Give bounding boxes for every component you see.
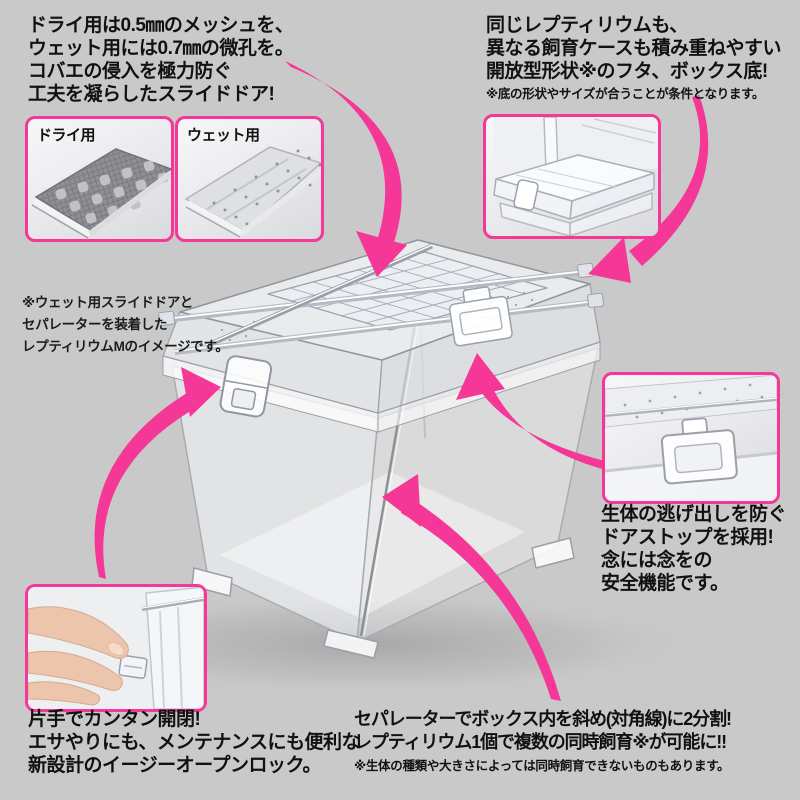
door-stop-headline: 生体の逃げ出しを防ぐ ドアストップを採用! 念には念をの 安全機能です。 xyxy=(601,503,787,595)
headline-line: ドアストップを採用! xyxy=(601,527,774,548)
photo-easy-open-lock xyxy=(25,584,207,712)
dry-mesh-illustration xyxy=(31,148,171,239)
caption-line: ※ウェット用スライドドアと xyxy=(22,295,193,310)
headline-line: レプティリウム1個で複数の同時飼育※が可能に!! xyxy=(354,732,727,752)
arrow-to-door-stop-icon xyxy=(456,353,606,470)
slide-rails xyxy=(158,262,605,355)
arrow-to-separator-icon xyxy=(382,474,561,701)
photo-wet-slide-door: ウェット用 xyxy=(175,116,324,242)
door-stop-illustration xyxy=(605,375,777,501)
photo-label-dry: ドライ用 xyxy=(37,127,96,144)
stackable-headline: 同じレプティリウムも、 異なる飼育ケースも積み重ねやすい 開放型形状※のフタ、ボ… xyxy=(486,14,782,103)
clip-shape xyxy=(660,417,738,485)
arrow-to-lock-icon xyxy=(94,367,221,579)
caption-line: レプティリウムMのイメージです。 xyxy=(22,339,229,354)
hand-opening-lock-illustration xyxy=(28,587,204,709)
easy-lock-headline: 片手でカンタン開閉! エサやりにも、メンテナンスにも便利な 新設計のイージーオー… xyxy=(28,708,361,777)
stackable-note: ※底の形状やサイズが合うことが条件となります。 xyxy=(486,87,765,101)
micro-holes xyxy=(212,149,321,226)
caption-line: セパレーターを装着した xyxy=(22,317,168,332)
headline-line: コバエの侵入を極力防ぐ xyxy=(28,61,232,82)
headline-line: ドライ用は0.5㎜のメッシュを、 xyxy=(28,15,294,36)
easy-open-lock xyxy=(219,355,273,418)
box-foot xyxy=(191,567,233,597)
slide-door-headline: ドライ用は0.5㎜のメッシュを、 ウェット用には0.7㎜の微孔を。 コバエの侵入… xyxy=(28,14,294,106)
headline-line: 安全機能です。 xyxy=(601,573,729,594)
headline-line: 異なる飼育ケースも積み重ねやすい xyxy=(486,38,782,59)
stacked-case-illustration xyxy=(493,117,658,236)
box-foot xyxy=(531,537,575,569)
headline-line: ウェット用には0.7㎜の微孔を。 xyxy=(28,38,294,59)
headline-line: 同じレプティリウムも、 xyxy=(486,15,688,36)
headline-line: 片手でカンタン開閉! xyxy=(28,709,201,730)
mesh-holes xyxy=(55,160,169,224)
headline-line: 開放型形状※のフタ、ボックス底! xyxy=(486,61,768,82)
headline-line: 念には念をの xyxy=(601,550,713,571)
hand-shape xyxy=(28,606,129,706)
annotation-arrows xyxy=(94,61,709,701)
lock-clip-shape xyxy=(118,654,148,679)
separator-top-bar xyxy=(204,243,434,349)
arrow-to-lid-corner-icon xyxy=(588,95,709,283)
headline-line: 生体の逃げ出しを防ぐ xyxy=(601,504,787,525)
headline-line: 工夫を凝らしたスライドドア! xyxy=(28,84,275,105)
box-lid xyxy=(158,239,605,414)
photo-dry-slide-door: ドライ用 xyxy=(25,116,174,242)
wet-plate-illustration xyxy=(184,146,321,238)
headline-line: 新設計のイージーオープンロック。 xyxy=(28,755,321,776)
photo-door-stop xyxy=(602,372,780,504)
headline-line: セパレーターでボックス内を斜め(対角線)に2分割! xyxy=(354,709,732,729)
photo-label-wet: ウェット用 xyxy=(187,127,260,144)
separator-note: ※生体の種類や大きさによっては同時飼育できないものもあります。 xyxy=(354,759,730,773)
separator-headline: セパレーターでボックス内を斜め(対角線)に2分割! レプティリウム1個で複数の同… xyxy=(354,708,732,775)
door-stop-clip xyxy=(448,286,513,347)
headline-line: エサやりにも、メンテナンスにも便利な xyxy=(28,732,361,753)
arrow-to-slide-door-icon xyxy=(285,61,407,277)
image-caption: ※ウェット用スライドドアと セパレーターを装着した レプティリウムMのイメージで… xyxy=(22,292,229,358)
photo-stackable-lid xyxy=(483,114,661,239)
clear-box-body xyxy=(171,243,599,659)
box-foot xyxy=(323,629,379,659)
